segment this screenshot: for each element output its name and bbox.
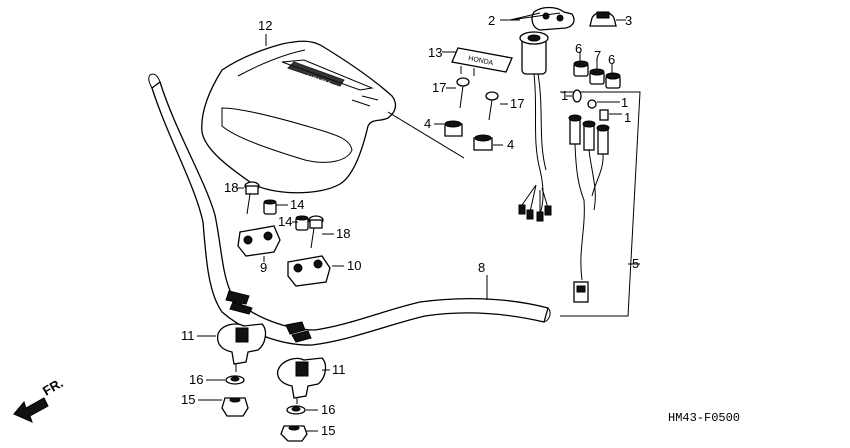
bulb-1-c (599, 109, 622, 121)
washer-16-right (286, 405, 318, 415)
nut-15-left (198, 397, 249, 417)
indicator-bulbs (568, 114, 610, 303)
callout-18-left: 18 (224, 180, 238, 195)
nut-15-right (280, 425, 318, 442)
bolt-18-right (308, 215, 334, 249)
callout-11-right: 11 (332, 362, 346, 377)
callout-13: 13 (428, 45, 442, 60)
callout-15-right: 15 (321, 423, 335, 438)
rubber-4-right (473, 134, 503, 151)
callout-1-b: 1 (621, 95, 628, 110)
bolt-18-left (236, 181, 260, 215)
callout-6-right: 6 (608, 52, 615, 67)
bulb-1-b (587, 99, 620, 109)
collar-14-left (263, 199, 288, 215)
handlebar-cover: HONDA (201, 34, 465, 194)
callout-17-left: 17 (432, 80, 446, 95)
lower-holder-11-left (197, 323, 267, 372)
switch-caps (500, 6, 575, 31)
lower-holder-11-right (276, 357, 330, 404)
callout-9: 9 (260, 260, 267, 275)
grip-band-left (225, 290, 253, 315)
callout-2: 2 (488, 13, 495, 28)
callout-3: 3 (625, 13, 632, 28)
callout-14-right: 14 (278, 214, 292, 229)
rubber-4-left (434, 120, 463, 137)
washer-16-left (206, 375, 245, 385)
callout-10: 10 (347, 258, 361, 273)
grip-band-right (285, 321, 312, 343)
ignition-switch (518, 31, 552, 222)
collar-14-right (292, 215, 309, 231)
callout-labels: 12 13 2 3 6 7 6 17 17 4 4 1 1 1 5 8 18 1… (181, 13, 639, 438)
callout-7: 7 (594, 48, 601, 63)
switch-knob (589, 11, 626, 27)
upper-holder-10 (287, 255, 344, 287)
callout-16-left: 16 (189, 372, 203, 387)
upper-holder-9 (237, 225, 281, 262)
callout-1-a: 1 (561, 88, 568, 103)
front-direction-arrow: FR. (13, 375, 66, 423)
socket-6-left (573, 52, 589, 77)
callout-5: 5 (632, 256, 639, 271)
callout-4-right: 4 (507, 137, 514, 152)
callout-4-left: 4 (424, 116, 431, 131)
socket-7 (589, 60, 605, 85)
socket-6-right (605, 64, 621, 89)
diagram-code: HM43-F0500 (668, 411, 740, 425)
screw-17-right (485, 91, 508, 121)
callout-18-right: 18 (336, 226, 350, 241)
callout-8: 8 (478, 260, 485, 275)
front-direction-label: FR. (40, 375, 66, 398)
callout-11-left: 11 (181, 328, 195, 343)
callout-6-left: 6 (575, 41, 582, 56)
emblem: HONDA (442, 47, 513, 76)
callout-17-right: 17 (510, 96, 524, 111)
indicator-harness-frame (560, 91, 641, 317)
callout-12: 12 (258, 18, 272, 33)
screw-17-left (446, 77, 470, 109)
callout-15-left: 15 (181, 392, 195, 407)
handlebar (148, 73, 551, 346)
bulb-1-a (566, 89, 582, 103)
callout-14-left: 14 (290, 197, 304, 212)
callout-16-right: 16 (321, 402, 335, 417)
callout-1-c: 1 (624, 110, 631, 125)
